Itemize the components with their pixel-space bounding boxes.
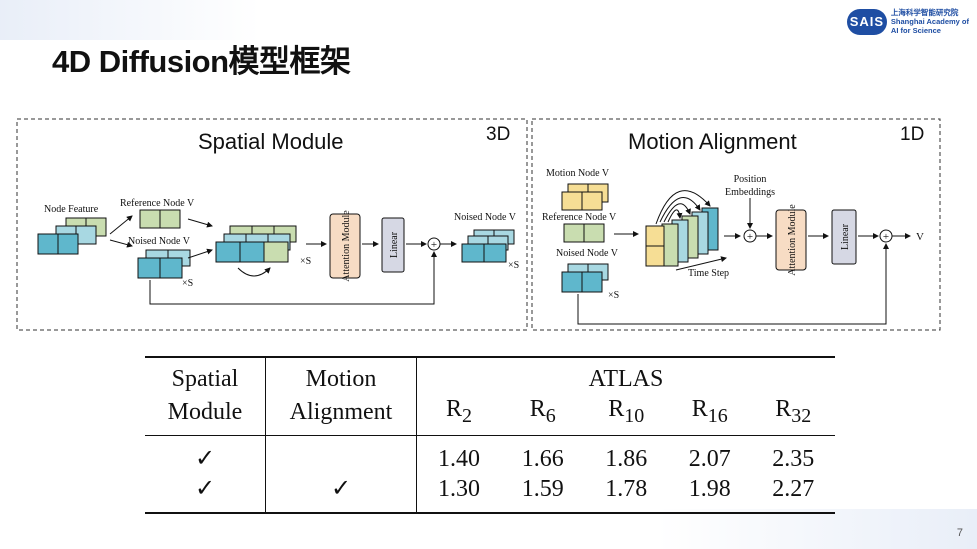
logo-line-2: Shanghai Academy of [890, 17, 969, 26]
row1-r2: 1.40 [437, 445, 480, 472]
header-r16: R16 [668, 394, 752, 435]
row2-r32: 2.27 [772, 475, 815, 502]
linear-label: Linear [389, 231, 400, 258]
spatial-dim-label: 3D [486, 124, 510, 145]
spatial-module-panel: Spatial Module 3D Node Feature Reference… [16, 118, 528, 331]
row1-spatial-check: ✓ [145, 435, 266, 474]
r-subscript: 16 [707, 404, 728, 427]
architecture-figure: Spatial Module 3D Node Feature Reference… [16, 118, 942, 331]
row2-spatial-check: ✓ [145, 473, 266, 513]
r-subscript: 10 [624, 404, 645, 427]
node-feature-stack [37, 217, 107, 255]
sais-logo: SAIS 上海科学智能研究院 Shanghai Academy of AI fo… [846, 8, 969, 35]
row2-r6: 1.59 [521, 475, 564, 502]
plus-sign: + [431, 239, 437, 251]
table-header-row-1: Spatial Motion ATLAS [145, 357, 835, 394]
table-row: ✓ 1.40 1.66 1.86 2.07 2.35 [145, 435, 835, 474]
header-r10: R10 [584, 394, 668, 435]
motion-alignment-title: Motion Alignment [628, 129, 797, 154]
output-node-label: Noised Node V [454, 212, 517, 223]
position-label-2: Embeddings [725, 187, 775, 198]
r-letter: R [529, 396, 546, 422]
attention-module-label: Attention Module [341, 210, 352, 282]
r-subscript: 32 [791, 404, 812, 427]
header-spatial-1: Spatial [145, 357, 266, 394]
top-left-glow [0, 0, 260, 40]
row1-r6: 1.66 [521, 445, 564, 472]
position-label-1: Position [734, 174, 767, 185]
motion-plus: + [883, 231, 889, 243]
concat-stack [215, 225, 297, 263]
motion-linear-label: Linear [840, 223, 851, 250]
header-r2: R2 [417, 394, 501, 435]
r-letter: R [445, 396, 462, 422]
header-atlas: ATLAS [588, 366, 664, 392]
motion-alignment-panel: Motion Alignment 1D Motion Node V Refere… [531, 118, 941, 331]
motion-attention-label: Attention Module [787, 204, 798, 276]
row2-motion-check: ✓ [265, 473, 417, 513]
r-letter: R [608, 396, 625, 422]
row1-r32: 2.35 [772, 445, 815, 472]
header-spatial-2: Module [145, 394, 266, 436]
attention-module-box [329, 213, 361, 279]
r-subscript: 2 [462, 404, 472, 427]
reference-node-label: Reference Node V [120, 198, 195, 209]
time-step-stack [645, 207, 719, 267]
logo-text: 上海科学智能研究院 Shanghai Academy of AI for Sci… [891, 8, 969, 35]
position-plus: + [747, 231, 753, 243]
motion-dim-label: 1D [900, 124, 924, 145]
page-number: 7 [956, 527, 963, 539]
noised-node-stack [137, 249, 191, 279]
results-table: Spatial Motion ATLAS Module Alignment R2… [145, 356, 835, 514]
times-s-1: ×S [182, 278, 193, 289]
linear-box [381, 217, 405, 273]
header-motion-2: Alignment [265, 394, 417, 436]
noised-node-label: Noised Node V [128, 236, 191, 247]
node-feature-label: Node Feature [44, 204, 99, 215]
motion-attention-box [775, 209, 807, 271]
motion-noised-label: Noised Node V [556, 248, 619, 259]
motion-times-s: ×S [608, 290, 619, 301]
motion-linear-box [831, 209, 857, 265]
row1-motion-check [265, 435, 417, 474]
output-stack [461, 229, 515, 263]
spatial-module-title: Spatial Module [198, 129, 344, 154]
r-letter: R [691, 396, 708, 422]
logo-badge: SAIS [846, 8, 887, 35]
motion-reference-label: Reference Node V [542, 212, 617, 223]
header-r6: R6 [501, 394, 585, 435]
motion-output-label: V [916, 231, 924, 243]
r-subscript: 6 [545, 404, 556, 427]
header-r32: R32 [751, 394, 835, 435]
logo-line-3: AI for Science [890, 26, 941, 35]
row1-r16: 2.07 [688, 445, 731, 472]
row2-r16: 1.98 [688, 475, 731, 502]
r-letter: R [775, 396, 792, 422]
table-row: ✓ ✓ 1.30 1.59 1.78 1.98 2.27 [145, 473, 835, 513]
motion-node-label: Motion Node V [546, 168, 610, 179]
row1-r10: 1.86 [605, 445, 648, 472]
row2-r2: 1.30 [437, 475, 480, 502]
header-motion-1: Motion [265, 357, 417, 394]
times-s-3: ×S [508, 260, 519, 271]
table-header-row-2: Module Alignment R2 R6 R10 R16 R32 [145, 394, 835, 436]
row2-r10: 1.78 [605, 475, 648, 502]
time-step-label: Time Step [688, 268, 729, 279]
slide-title: 4D Diffusion模型框架 [52, 44, 351, 79]
times-s-2: ×S [300, 256, 311, 267]
logo-line-1: 上海科学智能研究院 [890, 8, 959, 17]
bottom-right-glow [657, 509, 977, 549]
